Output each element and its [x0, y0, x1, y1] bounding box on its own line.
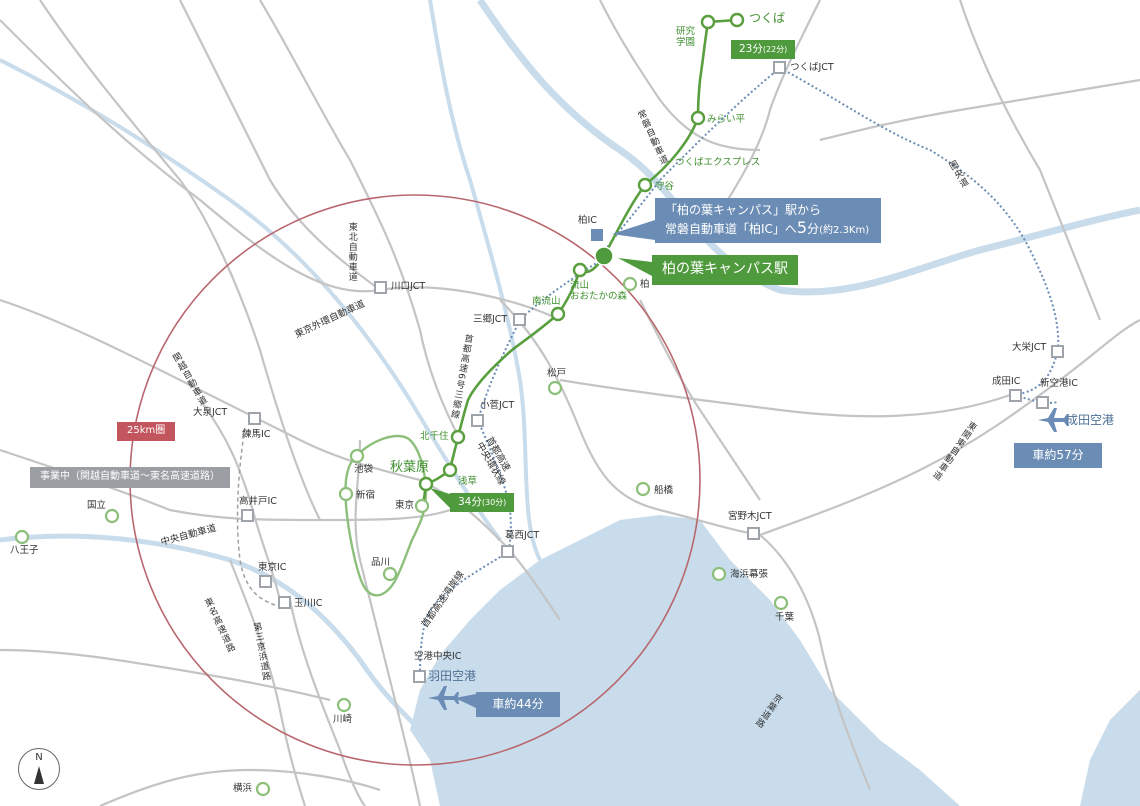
airport-label-narita: 成田空港	[1066, 413, 1115, 427]
tx-station-markers	[418, 12, 745, 492]
callout-tsukuba-time: 23分(22分)	[731, 40, 796, 60]
compass-icon: N	[18, 748, 60, 790]
north-arrow-icon	[34, 766, 44, 784]
river-arakawa	[0, 58, 502, 542]
jct-label-oei: 大栄JCT	[1012, 342, 1047, 353]
gaikan-under-construction	[236, 427, 276, 606]
callout-kashiwa-ic: 「柏の葉キャンパス」駅から 常磐自動車道「柏IC」へ5分(約2.3Km)	[655, 198, 881, 243]
station-label-yokohama: 横浜	[233, 783, 253, 794]
narita-airplane-icon	[1038, 408, 1069, 432]
station-label-nagareyama-otakanomori: 流山 おおたかの森	[570, 280, 628, 303]
callout-kashiwa-ic-line1: 「柏の葉キャンパス」駅から	[665, 203, 822, 217]
callout-radius: 25km圏	[117, 422, 176, 441]
callout-akihabara-time-sub: (30分)	[481, 498, 507, 507]
line-label-tsukuba-express: つくばエクスプレス	[675, 157, 761, 168]
callout-kashiwa-ic-line2-c: 分	[807, 222, 820, 236]
station-label-tsukuba: つくば	[749, 11, 786, 25]
station-label-kawasaki: 川崎	[333, 714, 353, 725]
callout-kashiwa-ic-line2-a: 常磐自動車道「柏IC」へ	[665, 222, 797, 236]
station-label-moriya: 守谷	[655, 181, 675, 192]
station-label-ikebukuro: 池袋	[354, 464, 374, 475]
callout-tsukuba-time-sub: (22分)	[762, 45, 788, 54]
callout-tsukuba-time-main: 23分	[739, 43, 763, 55]
jct-label-miyanogi: 宮野木JCT	[728, 511, 772, 522]
callout-kashiwa-ic-minutes: 5	[796, 218, 808, 237]
station-label-hachioji: 八王子	[10, 545, 39, 556]
callout-pointer-akihabara	[430, 488, 450, 508]
jct-label-oizumi: 大泉JCT	[193, 407, 228, 418]
station-label-tokyo: 東京	[395, 500, 415, 511]
compass-label: N	[35, 752, 43, 763]
callout-kashiwa-ic-line2-d: (約2.3Km)	[819, 225, 870, 236]
callout-akihabara-time-main: 34分	[458, 496, 482, 508]
callout-haneda-time: 車約44分	[476, 692, 560, 717]
other-station-markers	[14, 276, 789, 797]
callout-station-name: 柏の葉キャンパス駅	[652, 255, 798, 285]
station-label-kashiwa: 柏	[640, 279, 650, 290]
river-edo	[428, 0, 542, 561]
station-label-shinagawa: 品川	[371, 557, 391, 568]
station-label-asakusa: 浅草	[458, 476, 478, 487]
airport-label-haneda: 羽田空港	[428, 669, 477, 683]
station-label-kaihin-makuhari: 海浜幕張	[730, 569, 769, 580]
bay-east-sea	[1080, 690, 1140, 806]
jct-label-kawaguchi: 川口JCT	[391, 281, 426, 292]
callout-pointer-kashiwa-ic	[612, 220, 655, 240]
ic-label-narita: 成田IC	[992, 376, 1021, 387]
ic-label-tamagawa: 玉川IC	[294, 598, 323, 609]
jct-label-misato: 三郷JCT	[473, 314, 508, 325]
river-tone	[477, 0, 1140, 296]
callout-pointer-kashiwanoha	[618, 258, 652, 276]
station-label-funabashi: 船橋	[654, 485, 674, 496]
callout-narita-time: 車約57分	[1014, 443, 1102, 468]
callout-kashiwa-ic-line2: 常磐自動車道「柏IC」へ5分(約2.3Km)	[665, 218, 871, 238]
station-label-matsudo: 松戸	[547, 368, 567, 379]
callout-akihabara-time: 34分(30分)	[450, 493, 515, 513]
tokyo-bay	[410, 515, 960, 806]
station-label-chiba: 千葉	[775, 612, 795, 623]
station-label-minami-nagareyama: 南流山	[532, 296, 561, 307]
ic-label-tokyo: 東京IC	[258, 562, 287, 573]
road-label-tohoku: 東北自動車道	[346, 222, 357, 282]
station-label-kunitachi: 国立	[87, 500, 107, 511]
callout-under-construction: 事業中（関越自動車道〜東名高速道路）	[30, 467, 230, 488]
station-label-shinjuku: 新宿	[356, 490, 376, 501]
jct-label-tsukuba: つくばJCT	[790, 62, 834, 73]
ic-label-kuko-chuo: 空港中央IC	[414, 651, 462, 662]
jct-label-kasai: 葛西JCT	[505, 530, 540, 541]
ic-label-takaido: 高井戸IC	[239, 496, 277, 507]
station-label-kenkyu-gakuen: 研究 学園	[676, 26, 696, 49]
haneda-airplane-icon	[428, 686, 459, 710]
kashiwa-ic-marker	[591, 229, 603, 241]
junction-markers	[241, 61, 1064, 683]
jct-label-kosuge: 小菅JCT	[480, 400, 515, 411]
station-label-miraidaira: みらい平	[707, 114, 746, 125]
river-tama	[0, 533, 422, 732]
callout-pointer-haneda	[455, 694, 476, 708]
station-label-akihabara: 秋葉原	[390, 460, 430, 475]
station-label-kitasenju: 北千住	[420, 431, 449, 442]
kashiwanoha-station-marker	[594, 246, 614, 266]
ic-label-kashiwa: 柏IC	[578, 215, 597, 226]
ic-label-shinkuko: 新空港IC	[1040, 378, 1078, 389]
ic-label-nerima: 練馬IC	[242, 429, 271, 440]
